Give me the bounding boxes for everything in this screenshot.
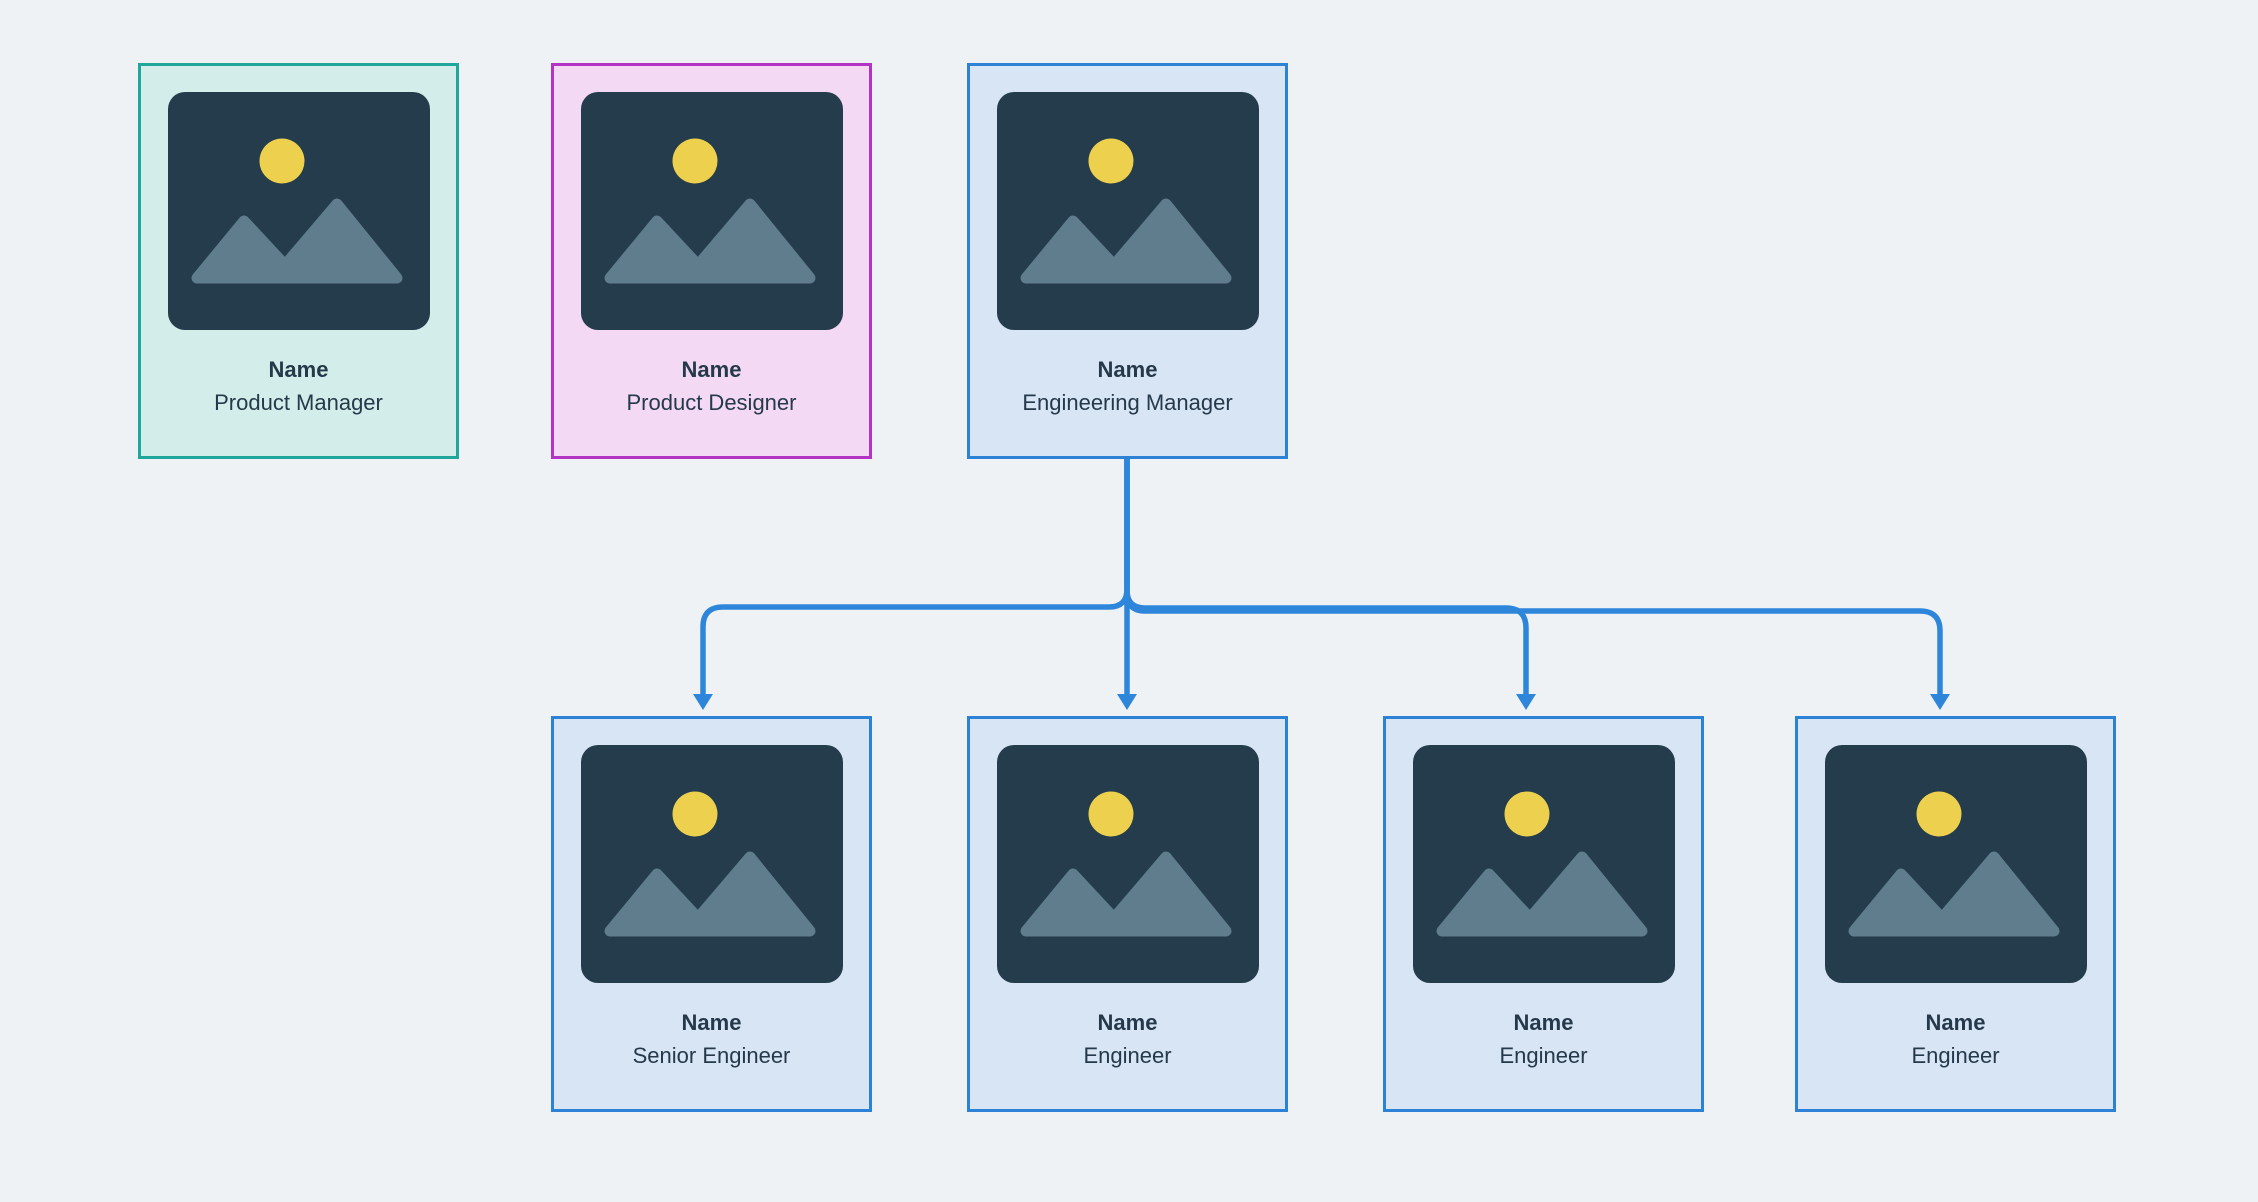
- org-card-senior-engineer[interactable]: Name Senior Engineer: [551, 716, 872, 1112]
- connector-arrow-to-engineer-2: [1124, 459, 1536, 710]
- mountains-icon: [1020, 198, 1231, 284]
- placeholder-frame: [580, 745, 843, 983]
- image-placeholder-icon: [996, 745, 1259, 983]
- sun-icon: [1088, 791, 1133, 837]
- placeholder-frame: [167, 92, 430, 330]
- card-role: Engineer: [1083, 1043, 1172, 1068]
- card-role: Product Designer: [626, 390, 797, 415]
- image-placeholder-icon: [1824, 745, 2087, 983]
- arrowhead-icon: [1930, 694, 1950, 710]
- org-card-product-manager[interactable]: Name Product Manager: [138, 63, 459, 459]
- placeholder-frame: [996, 92, 1259, 330]
- sun-icon: [672, 791, 717, 837]
- sun-icon: [1504, 791, 1549, 837]
- placeholder-frame: [1412, 745, 1675, 983]
- placeholder-frame: [580, 92, 843, 330]
- org-card-engineer-1[interactable]: Name Engineer: [967, 716, 1288, 1112]
- card-name: Name: [1513, 1010, 1574, 1035]
- sun-icon: [259, 138, 304, 184]
- image-placeholder-icon: [580, 745, 843, 983]
- card-role: Senior Engineer: [632, 1043, 791, 1068]
- org-card-engineer-2[interactable]: Name Engineer: [1383, 716, 1704, 1112]
- image-placeholder-icon: [167, 92, 430, 330]
- card-role: Engineer: [1499, 1043, 1588, 1068]
- image-placeholder-icon: [1412, 745, 1675, 983]
- arrowhead-icon: [1516, 694, 1536, 710]
- mountains-icon: [604, 851, 815, 937]
- card-name: Name: [1097, 1010, 1158, 1035]
- arrowhead-icon: [693, 694, 713, 710]
- card-role: Engineer: [1911, 1043, 2000, 1068]
- org-card-engineering-manager[interactable]: Name Engineering Manager: [967, 63, 1288, 459]
- sun-icon: [672, 138, 717, 184]
- mountains-icon: [1436, 851, 1647, 937]
- mountains-icon: [604, 198, 815, 284]
- placeholder-frame: [1824, 745, 2087, 983]
- image-placeholder-icon: [580, 92, 843, 330]
- sun-icon: [1916, 791, 1961, 837]
- connector-arrow-to-engineer-3: [1124, 459, 1950, 710]
- org-card-product-designer[interactable]: Name Product Designer: [551, 63, 872, 459]
- card-name: Name: [1925, 1010, 1986, 1035]
- mountains-icon: [191, 198, 402, 284]
- placeholder-frame: [996, 745, 1259, 983]
- connector-arrow-to-senior-engineer: [693, 459, 1130, 710]
- mountains-icon: [1020, 851, 1231, 937]
- org-card-engineer-3[interactable]: Name Engineer: [1795, 716, 2116, 1112]
- arrowhead-icon: [1117, 694, 1137, 710]
- connector-arrow-to-engineer-1: [1117, 459, 1137, 710]
- card-name: Name: [681, 1010, 742, 1035]
- mountains-icon: [1848, 851, 2059, 937]
- image-placeholder-icon: [996, 92, 1259, 330]
- card-name: Name: [681, 357, 742, 382]
- card-name: Name: [1097, 357, 1158, 382]
- sun-icon: [1088, 138, 1133, 184]
- card-name: Name: [268, 357, 329, 382]
- card-role: Product Manager: [214, 390, 383, 415]
- card-role: Engineering Manager: [1022, 390, 1233, 415]
